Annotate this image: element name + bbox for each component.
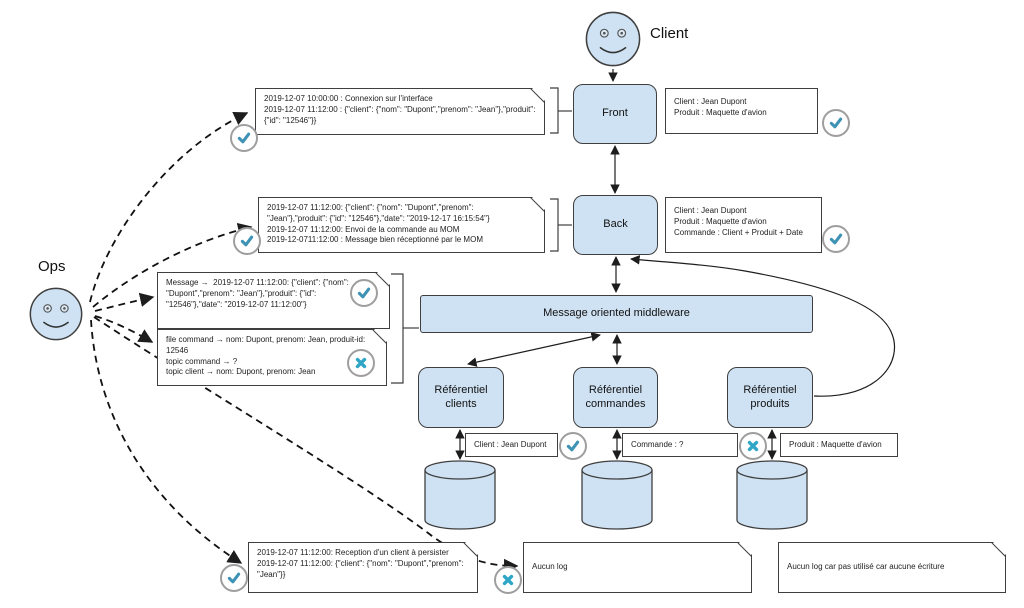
ops-actor-face xyxy=(29,287,83,341)
mom-node: Message oriented middleware xyxy=(420,295,813,333)
check-icon xyxy=(220,564,248,592)
database-commandes-icon xyxy=(581,460,653,530)
database-clients-icon xyxy=(424,460,496,530)
dashed-ops-mommessage xyxy=(94,292,155,312)
arrow-mom-refclients xyxy=(467,332,601,367)
check-icon xyxy=(822,109,850,137)
commandes-state-box: Commande : ? xyxy=(622,433,738,457)
back-node: Back xyxy=(573,195,658,255)
referentiel-produits-node: Référentiel produits xyxy=(727,367,813,428)
client-actor-face xyxy=(585,11,641,67)
produits-state-box: Produit : Maquette d'avion xyxy=(780,433,898,457)
referentiel-clients-node: Référentiel clients xyxy=(418,367,504,428)
back-log-note: 2019-12-07 11:12:00: {"client": {"nom": … xyxy=(258,197,545,253)
database-produits-icon xyxy=(736,460,808,530)
check-icon xyxy=(559,432,587,460)
persist-log-note: 2019-12-07 11:12:00: Reception d'un clie… xyxy=(248,542,478,593)
referentiel-commandes-node: Référentiel commandes xyxy=(573,367,658,428)
ops-actor-label: Ops xyxy=(38,258,66,275)
cross-icon xyxy=(739,432,767,460)
no-log-note: Aucun log xyxy=(523,542,752,593)
mom-message-note: Message → 2019-12-07 11:12:00: {"client"… xyxy=(157,272,390,329)
bracket-frontlog xyxy=(550,87,559,134)
back-state-box: Client : Jean Dupont Produit : Maquette … xyxy=(665,197,822,253)
client-actor-label: Client xyxy=(650,25,689,42)
check-icon xyxy=(822,225,850,253)
front-log-note: 2019-12-07 10:00:00 : Connexion sur l'in… xyxy=(255,88,545,135)
no-log-produits-note: Aucun log car pas utilisé car aucune écr… xyxy=(778,542,1006,593)
bracket-momnotes xyxy=(391,273,404,384)
check-icon xyxy=(230,124,258,152)
check-icon xyxy=(233,227,261,255)
cross-icon xyxy=(494,566,522,594)
clients-state-box: Client : Jean Dupont xyxy=(465,433,558,457)
cross-icon xyxy=(347,349,375,377)
check-icon xyxy=(350,279,378,307)
bracket-backlog xyxy=(550,198,559,252)
dashed-ops-momtopics xyxy=(94,315,154,343)
front-node: Front xyxy=(573,84,657,144)
front-state-box: Client : Jean Dupont Produit : Maquette … xyxy=(665,88,818,134)
